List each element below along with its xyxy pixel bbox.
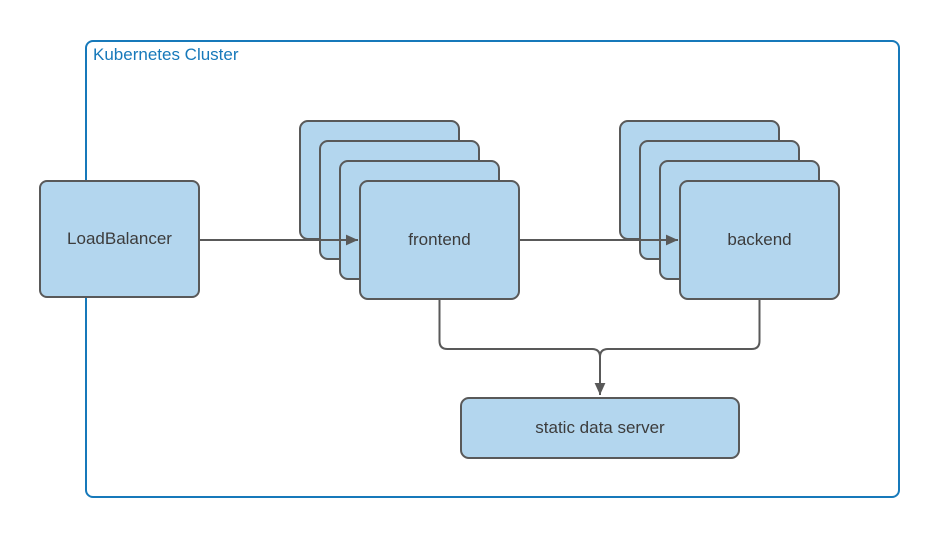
frontend-stack: frontend xyxy=(299,120,520,300)
backend-stack: backend xyxy=(619,120,840,300)
load-balancer-node: LoadBalancer xyxy=(39,180,200,298)
static-data-server-node: static data server xyxy=(460,397,740,459)
cluster-label: Kubernetes Cluster xyxy=(93,45,239,64)
backend-node: backend xyxy=(679,180,840,300)
frontend-node: frontend xyxy=(359,180,520,300)
